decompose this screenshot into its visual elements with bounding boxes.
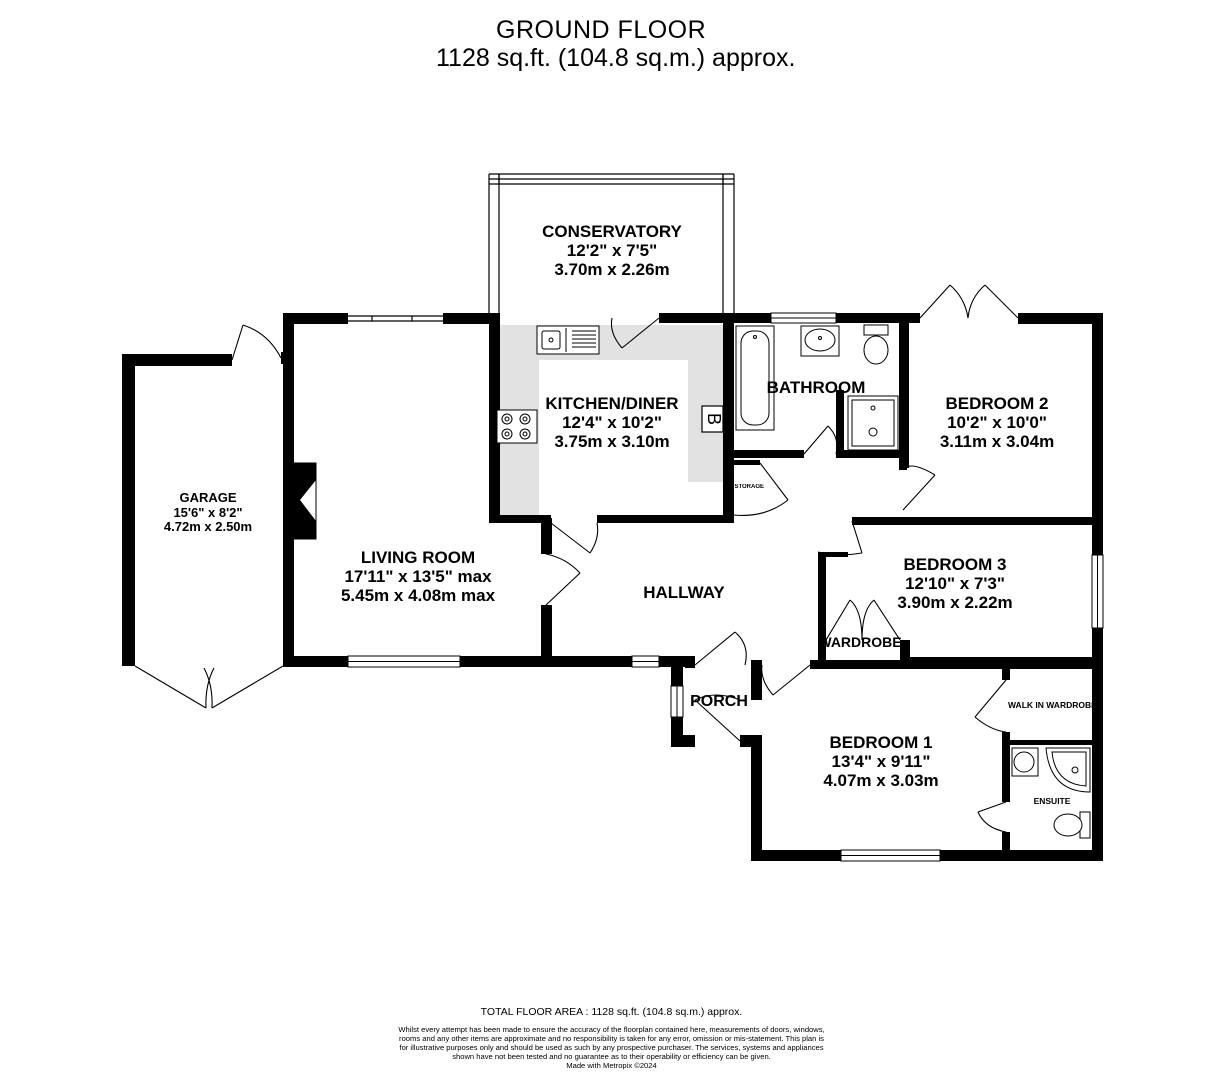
bathroom-basin-icon bbox=[800, 325, 840, 357]
room-kitchen-diner: KITCHEN/DINER 12'4" x 10'2" 3.75m x 3.10… bbox=[531, 394, 693, 451]
room-garage: GARAGE 15'6" x 8'2" 4.72m x 2.50m bbox=[148, 490, 268, 535]
bath-icon bbox=[735, 325, 775, 431]
room-bedroom-3: BEDROOM 3 12'10" x 7'3" 3.90m x 2.22m bbox=[880, 555, 1030, 612]
room-name: BEDROOM 1 bbox=[829, 733, 933, 752]
doors bbox=[134, 284, 1019, 833]
room-name: WALK IN WARDROBE bbox=[1008, 700, 1097, 710]
room-name: LIVING ROOM bbox=[360, 548, 476, 567]
total-floor-area: TOTAL FLOOR AREA : 1128 sq.ft. (104.8 sq… bbox=[480, 1006, 743, 1018]
room-dimensions-imperial: 12'2" x 7'5" bbox=[566, 241, 658, 261]
room-living-room: LIVING ROOM 17'11" x 13'5" max 5.45m x 4… bbox=[318, 548, 518, 605]
room-dimensions-metric: 4.72m x 2.50m bbox=[163, 519, 253, 535]
room-dimensions-metric: 3.75m x 3.10m bbox=[554, 432, 670, 452]
room-porch: PORCH bbox=[684, 693, 754, 711]
fireplace bbox=[293, 463, 316, 539]
kitchen-sink-icon bbox=[536, 325, 600, 355]
disclaimer: Whilst every attempt has been made to en… bbox=[398, 1025, 825, 1062]
room-name: KITCHEN/DINER bbox=[545, 394, 679, 413]
kitchen-worktops bbox=[499, 325, 725, 517]
room-dimensions-imperial: 15'6" x 8'2" bbox=[173, 504, 243, 520]
room-name: CONSERVATORY bbox=[542, 222, 682, 241]
ensuite-basin-icon bbox=[1011, 747, 1039, 777]
sliding-door-living bbox=[348, 315, 443, 322]
room-name: BEDROOM 2 bbox=[945, 394, 1049, 413]
conservatory-frame bbox=[488, 173, 735, 320]
room-ensuite: ENSUITE bbox=[1028, 796, 1076, 807]
room-name: BATHROOM bbox=[766, 378, 866, 397]
room-dimensions-metric: 3.11m x 3.04m bbox=[939, 432, 1055, 452]
room-dimensions-imperial: 10'2" x 10'0" bbox=[947, 413, 1047, 433]
room-bathroom: BATHROOM bbox=[756, 378, 876, 397]
room-bedroom-1: BEDROOM 1 13'4" x 9'11" 4.07m x 3.03m bbox=[806, 733, 956, 790]
room-dimensions-imperial: 12'10" x 7'3" bbox=[905, 574, 1005, 594]
room-dimensions-metric: 4.07m x 3.03m bbox=[823, 771, 939, 791]
toilet-icon bbox=[863, 324, 889, 365]
room-name: WARDROBE bbox=[818, 634, 902, 650]
boiler-icon: B bbox=[701, 405, 724, 433]
walls bbox=[122, 313, 1103, 861]
room-name: ENSUITE bbox=[1033, 796, 1071, 806]
room-conservatory: CONSERVATORY 12'2" x 7'5" 3.70m x 2.26m bbox=[532, 222, 692, 279]
room-dimensions-metric: 3.90m x 2.22m bbox=[897, 593, 1013, 613]
room-dimensions-metric: 5.45m x 4.08m max bbox=[340, 586, 496, 606]
room-name: HALLWAY bbox=[643, 583, 725, 602]
ensuite-toilet-icon bbox=[1053, 811, 1091, 839]
room-name: GARAGE bbox=[179, 490, 237, 505]
room-walk-in-wardrobe: WALK IN WARDROBE bbox=[1008, 700, 1097, 711]
boiler-label: B bbox=[704, 413, 724, 425]
room-bedroom-2: BEDROOM 2 10'2" x 10'0" 3.11m x 3.04m bbox=[922, 394, 1072, 451]
room-dimensions-imperial: 17'11" x 13'5" max bbox=[344, 567, 492, 587]
floor-area: 1128 sq.ft. (104.8 sq.m.) approx. bbox=[436, 44, 796, 72]
made-with-credit: Made with Metropix ©2024 bbox=[566, 1061, 657, 1071]
room-dimensions-imperial: 12'4" x 10'2" bbox=[562, 413, 662, 433]
room-name: BEDROOM 3 bbox=[903, 555, 1007, 574]
floor-title: GROUND FLOOR bbox=[496, 16, 707, 44]
room-hallway: HALLWAY bbox=[624, 583, 744, 602]
plan-footer: TOTAL FLOOR AREA : 1128 sq.ft. (104.8 sq… bbox=[0, 1006, 1223, 1070]
shower-icon bbox=[847, 395, 899, 451]
room-storage: STORAGE bbox=[730, 484, 764, 496]
room-wardrobe: WARDROBE bbox=[812, 634, 908, 651]
room-dimensions-imperial: 13'4" x 9'11" bbox=[831, 752, 931, 772]
hob-icon bbox=[496, 409, 538, 444]
room-name: STORAGE bbox=[734, 484, 764, 490]
ensuite-shower-icon bbox=[1045, 747, 1091, 793]
room-name: PORCH bbox=[690, 693, 748, 710]
room-dimensions-metric: 3.70m x 2.26m bbox=[554, 260, 670, 280]
